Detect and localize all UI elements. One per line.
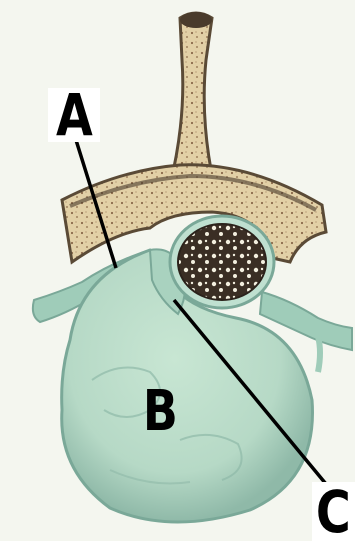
spinal-cord	[178, 224, 266, 300]
label-b-box: B	[138, 386, 182, 438]
label-a-box: A	[48, 88, 100, 142]
label-a: A	[56, 86, 93, 144]
label-c: C	[316, 483, 351, 541]
label-b: B	[142, 384, 177, 440]
label-c-box: C	[312, 482, 355, 541]
spinous-process	[170, 13, 214, 185]
